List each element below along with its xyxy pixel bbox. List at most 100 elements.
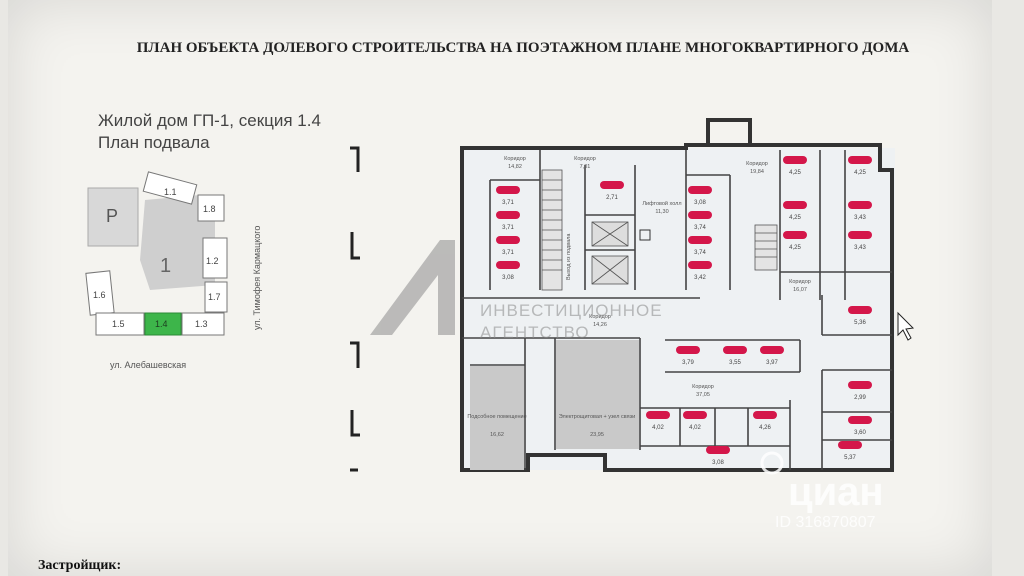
lift-hall-area: 11,30 xyxy=(655,209,668,215)
cursor-icon xyxy=(897,311,915,341)
storage-area-label: 3,74 xyxy=(694,225,706,231)
corridor-3-area: 19,84 xyxy=(750,169,764,175)
corridor-3-name: Коридор xyxy=(746,161,768,167)
storage-marker xyxy=(783,201,807,209)
section-label-1-1: 1.1 xyxy=(164,187,177,197)
electrical-room-area: 23,95 xyxy=(590,432,604,438)
storage-marker xyxy=(688,211,712,219)
subtitle-plan-type: План подвала xyxy=(98,133,210,152)
axis-mark xyxy=(350,232,360,260)
storage-area-label: 3,60 xyxy=(854,430,866,436)
storage-area-label: 3,74 xyxy=(694,250,706,256)
elevator-shafts xyxy=(591,221,629,285)
section-label-1-5: 1.5 xyxy=(112,319,125,329)
storage-marker xyxy=(848,306,872,314)
axis-mark xyxy=(350,410,360,437)
corridor-2-name: Коридор xyxy=(574,156,596,162)
section-label-1-2: 1.2 xyxy=(206,256,219,266)
storage-area-label: 3,42 xyxy=(694,275,706,281)
street-right-label: ул. Тимофея Кармацкого xyxy=(252,226,262,330)
storage-marker xyxy=(783,156,807,164)
courtyard-block xyxy=(140,195,215,290)
storage-marker xyxy=(848,231,872,239)
staircase-left xyxy=(541,169,563,291)
section-label-1-7: 1.7 xyxy=(208,292,221,302)
agency-name-line2: АГЕНТСТВО xyxy=(480,323,590,342)
storage-area-label: 3,71 xyxy=(502,250,514,256)
section-label-1-6: 1.6 xyxy=(93,290,106,300)
section-1-3 xyxy=(181,312,225,336)
cian-listing-id: ID 316870807 xyxy=(775,514,876,531)
block-label: 1 xyxy=(160,255,171,277)
floor-plan: Подсобное помещение 16,62 Электрощитовая… xyxy=(460,118,895,472)
corridor-1-area: 14,82 xyxy=(508,164,522,170)
storage-area-label: 5,36 xyxy=(854,320,866,326)
storage-marker xyxy=(688,236,712,244)
agency-logo-icon xyxy=(370,240,455,335)
section-label-1-4: 1.4 xyxy=(155,319,168,329)
utility-room xyxy=(470,366,524,470)
agency-name-line1: ИНВЕСТИЦИОННОЕ xyxy=(480,301,663,320)
storage-area-label: 2,99 xyxy=(854,395,866,401)
storage-marker xyxy=(496,236,520,244)
storage-marker xyxy=(496,261,520,269)
storage-marker xyxy=(848,201,872,209)
storage-area-label: 3,71 xyxy=(502,225,514,231)
parking-label: Р xyxy=(106,206,118,226)
section-label-1-8: 1.8 xyxy=(203,204,216,214)
storage-area-label: 3,43 xyxy=(854,245,866,251)
storage-area-label: 3,43 xyxy=(854,215,866,221)
developer-label: Застройщик: xyxy=(38,558,122,573)
storage-marker xyxy=(783,231,807,239)
section-1-5 xyxy=(95,312,145,336)
section-1-8 xyxy=(197,194,225,222)
corridor-4-name: Коридор xyxy=(789,279,811,285)
storage-area-label: 3,08 xyxy=(694,200,706,206)
corridor-4-area: 16,07 xyxy=(793,287,807,293)
parking-area xyxy=(87,187,139,247)
storage-units: 3,71 3,71 3,71 3,08 2,71 3,08 3,74 3,74 3,42 4,25… xyxy=(496,156,872,466)
staircase-label: Выход из подвала xyxy=(566,233,572,280)
storage-area-label: 4,25 xyxy=(789,215,801,221)
storage-marker xyxy=(496,211,520,219)
storage-area-label: 3,08 xyxy=(502,275,514,281)
storage-marker xyxy=(838,441,862,449)
subtitle-building: Жилой дом ГП-1, секция 1.4 xyxy=(98,111,321,130)
storage-area-label: 3,97 xyxy=(766,360,778,366)
storage-area-label: 5,37 xyxy=(844,455,856,461)
storage-area-label: 4,02 xyxy=(652,425,664,431)
storage-marker xyxy=(848,416,872,424)
storage-area-label: 4,25 xyxy=(854,170,866,176)
cian-brand: циан xyxy=(788,470,884,514)
axis-markers xyxy=(350,146,360,472)
document-subtitle: Жилой дом ГП-1, секция 1.4 План подвала xyxy=(98,110,321,154)
cian-watermark: циан ID 316870807 xyxy=(760,451,884,531)
storage-marker xyxy=(646,411,670,419)
storage-marker xyxy=(676,346,700,354)
storage-area-label: 3,08 xyxy=(712,460,724,466)
corridor-5-area: 14,26 xyxy=(593,322,607,328)
utility-room-name: Подсобное помещение xyxy=(467,414,526,420)
storage-area-label: 4,25 xyxy=(789,170,801,176)
storage-area-label: 4,26 xyxy=(759,425,771,431)
storage-marker xyxy=(753,411,777,419)
section-1-4-highlighted xyxy=(144,312,182,336)
storage-marker xyxy=(706,446,730,454)
section-1-1 xyxy=(142,171,198,205)
storage-marker xyxy=(496,186,520,194)
storage-marker xyxy=(848,381,872,389)
staircase-right xyxy=(754,224,778,271)
storage-area-label: 3,79 xyxy=(682,360,694,366)
interior-walls xyxy=(462,150,892,470)
storage-marker xyxy=(760,346,784,354)
axis-mark xyxy=(350,341,360,368)
storage-area-label: 2,71 xyxy=(606,195,618,201)
street-bottom-label: ул. Алебашевская xyxy=(110,360,186,370)
corridor-2-area: 7,01 xyxy=(580,164,591,170)
lift-hall-name: Лифтовой холл xyxy=(642,200,681,207)
storage-marker xyxy=(600,181,624,189)
storage-area-label: 3,71 xyxy=(502,200,514,206)
agency-watermark: ИНВЕСТИЦИОННОЕ АГЕНТСТВО xyxy=(370,240,663,342)
electrical-room-name: Электрощитовая + узел связи xyxy=(559,414,635,420)
storage-area-label: 3,55 xyxy=(729,360,741,366)
